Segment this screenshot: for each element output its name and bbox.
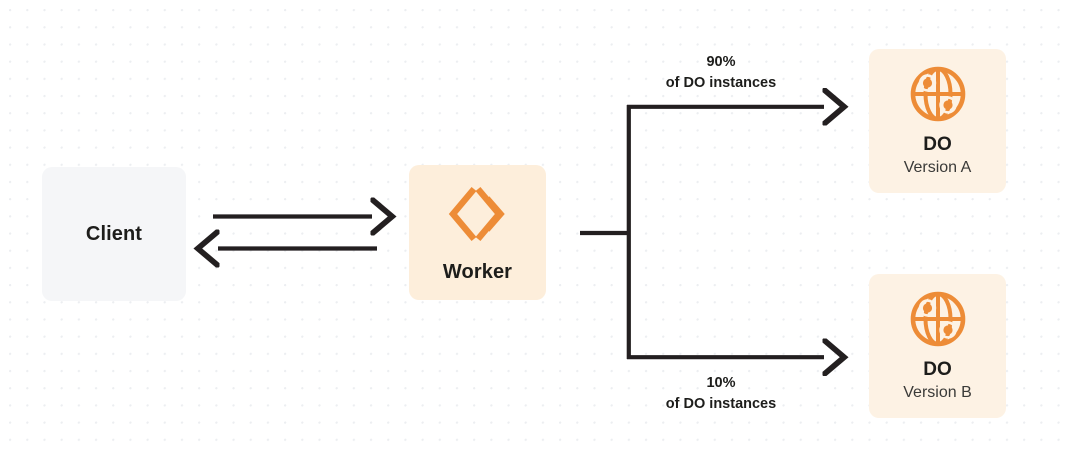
edge-label-do-a-percent: 90% xyxy=(706,54,736,70)
node-client-label: Client xyxy=(85,223,143,245)
globe-icon xyxy=(908,64,968,124)
globe-icon xyxy=(908,289,968,349)
node-client[interactable]: Client xyxy=(42,167,186,301)
edge-label-do-b-percent: 10% xyxy=(706,375,736,391)
edge-label-do-a: 90% of DO instances xyxy=(627,52,815,93)
node-do-version-a[interactable]: DO Version A xyxy=(869,49,1006,193)
edge-label-do-a-text: of DO instances xyxy=(665,74,777,91)
node-worker-label: Worker xyxy=(442,260,513,283)
edge-label-do-b: 10% of DO instances xyxy=(627,373,815,414)
node-do-b-label: DO xyxy=(923,359,952,381)
edge-label-do-b-text: of DO instances xyxy=(665,395,777,412)
node-worker[interactable]: Worker xyxy=(409,165,546,300)
workers-chevron-icon xyxy=(447,183,509,245)
node-do-b-sublabel: Version B xyxy=(903,384,972,402)
node-do-a-sublabel: Version A xyxy=(903,159,972,177)
node-do-a-label: DO xyxy=(923,134,952,156)
node-do-version-b[interactable]: DO Version B xyxy=(869,274,1006,418)
